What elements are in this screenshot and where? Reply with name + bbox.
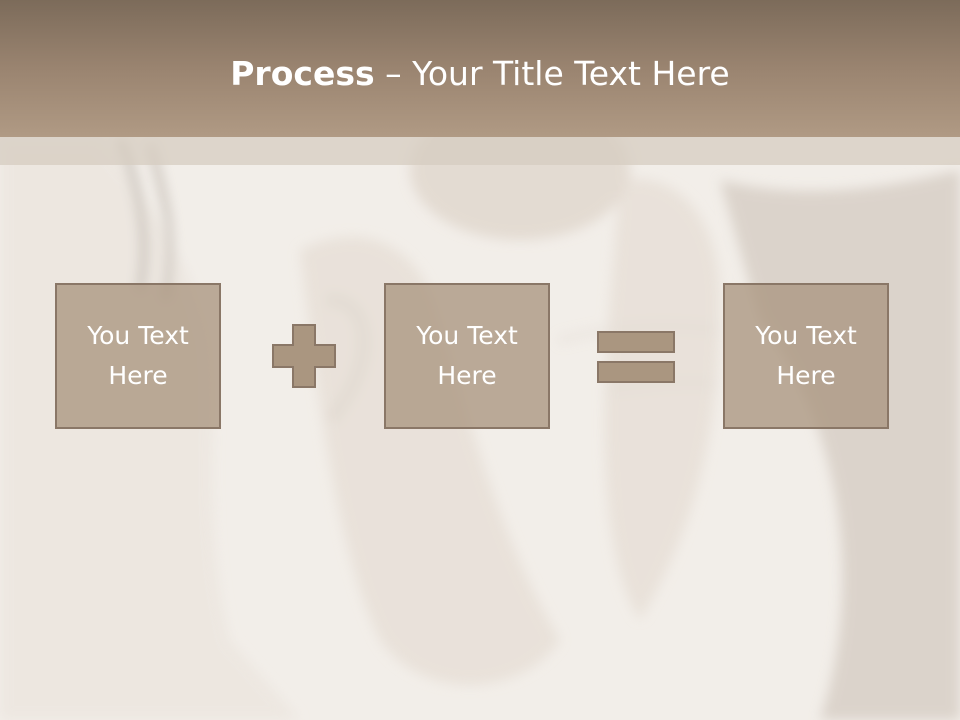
process-box-label: You Text Here xyxy=(87,321,189,390)
title-strong: Process xyxy=(230,54,375,93)
slide-title: Process – Your Title Text Here xyxy=(0,52,960,96)
title-rest: – Your Title Text Here xyxy=(374,54,730,93)
process-box-label: You Text Here xyxy=(416,321,518,390)
process-box-2[interactable]: You Text Here xyxy=(384,283,550,429)
equals-icon xyxy=(597,331,675,383)
process-box-label: You Text Here xyxy=(755,321,857,390)
process-box-3[interactable]: You Text Here xyxy=(723,283,889,429)
process-box-1[interactable]: You Text Here xyxy=(55,283,221,429)
title-strip xyxy=(0,137,960,165)
plus-icon xyxy=(272,324,336,388)
title-bar xyxy=(0,0,960,137)
